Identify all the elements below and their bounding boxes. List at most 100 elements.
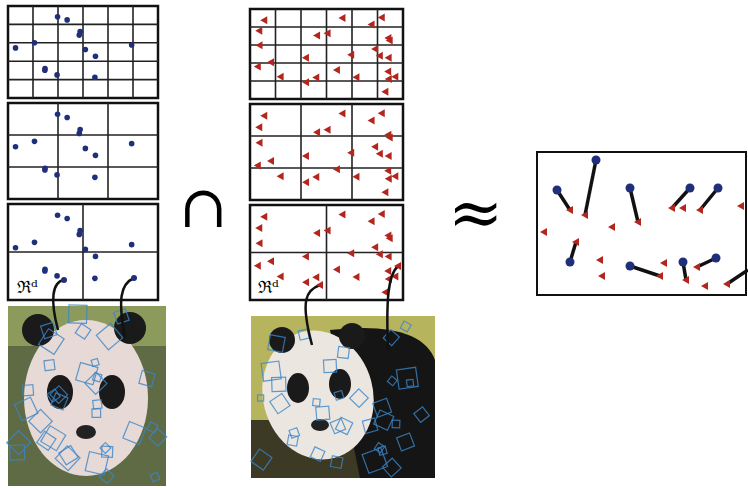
feature-square — [258, 395, 264, 401]
grid-frame — [8, 204, 158, 300]
panda-face — [248, 318, 388, 472]
feature-triangle — [333, 66, 340, 74]
feature-triangle — [384, 267, 391, 275]
feature-square — [68, 305, 87, 324]
grid-line — [107, 103, 109, 199]
feature-triangle — [566, 206, 573, 214]
feature-triangle — [385, 252, 392, 260]
feature-dot — [13, 45, 19, 51]
grid-line — [300, 104, 302, 200]
intersection-symbol: ∩ — [179, 178, 228, 236]
feature-dot — [131, 275, 137, 281]
leader-line — [53, 280, 64, 330]
feature-triangle — [378, 210, 385, 218]
feature-triangle — [255, 224, 262, 232]
feature-square — [378, 446, 387, 455]
grid-line — [107, 6, 109, 98]
feature-square — [406, 379, 413, 386]
feature-triangle — [254, 161, 261, 169]
feature-triangle — [260, 213, 267, 221]
feature-triangle — [312, 173, 319, 181]
feature-square — [313, 399, 321, 407]
feature-triangle — [371, 143, 378, 151]
feature-dot — [686, 184, 695, 193]
feature-dot — [77, 228, 83, 234]
feature-square — [22, 385, 33, 396]
feature-square — [362, 448, 387, 473]
feature-square — [85, 452, 108, 475]
feature-triangle — [347, 51, 354, 59]
feature-square — [10, 445, 25, 460]
feature-dot — [77, 127, 83, 133]
feature-dot — [92, 74, 98, 80]
grid-line — [275, 9, 277, 99]
panda-eye — [329, 369, 351, 399]
feature-triangle — [302, 278, 309, 286]
feature-triangle — [256, 139, 263, 147]
feature-square — [270, 394, 290, 414]
feature-square — [383, 330, 399, 346]
feature-triangle — [385, 75, 392, 83]
feature-triangle — [302, 253, 309, 261]
feature-triangle — [352, 273, 359, 281]
approx-symbol: ≈ — [448, 180, 503, 246]
feature-dot — [32, 139, 38, 145]
feature-triangle — [701, 282, 708, 290]
panel-frame — [537, 152, 746, 295]
feature-triangle — [260, 112, 267, 120]
feature-triangle — [368, 116, 375, 124]
feature-dot — [553, 186, 562, 195]
feature-square — [93, 400, 102, 409]
feature-dot — [626, 184, 635, 193]
feature-square — [287, 435, 298, 446]
feature-square — [387, 376, 397, 386]
feature-triangle — [668, 204, 675, 212]
feature-square — [92, 409, 101, 418]
feature-triangle — [254, 63, 261, 71]
grid-line — [250, 167, 403, 169]
feature-dot — [54, 273, 60, 279]
feature-triangle — [267, 58, 274, 66]
feature-triangle — [394, 262, 401, 270]
feature-triangle — [723, 280, 730, 288]
feature-triangle — [302, 78, 309, 86]
feature-dot — [42, 268, 48, 274]
feature-square — [102, 446, 113, 457]
feature-dot — [77, 29, 83, 35]
feature-triangle — [634, 218, 641, 226]
grid-frame — [250, 205, 403, 300]
pyramid — [8, 6, 158, 300]
panda-ear — [22, 314, 54, 346]
feature-triangle — [660, 259, 667, 267]
feature-triangle — [267, 157, 274, 165]
feature-square — [330, 456, 343, 469]
feature-dot — [83, 47, 89, 53]
feature-triangle — [333, 165, 340, 173]
feature-triangle — [338, 14, 345, 22]
grid-line — [300, 9, 302, 99]
feature-square — [149, 428, 167, 446]
grid-line — [377, 9, 379, 99]
feature-dot — [626, 262, 635, 271]
feature-triangle — [737, 202, 744, 210]
feature-dot — [55, 213, 61, 219]
feature-dot — [93, 53, 99, 59]
grid-line — [250, 135, 403, 137]
grid-frame — [8, 6, 158, 98]
feature-triangle — [333, 266, 340, 274]
feature-triangle — [384, 34, 391, 42]
feature-triangle — [391, 172, 398, 180]
feature-dot — [13, 245, 19, 251]
grid-line — [250, 44, 403, 46]
feature-triangle — [385, 175, 392, 183]
grid-frame — [8, 103, 158, 199]
feature-square — [44, 360, 55, 371]
feature-triangle — [256, 239, 263, 247]
feature-square — [392, 420, 400, 428]
feature-triangle — [381, 88, 388, 96]
feature-square — [251, 449, 272, 470]
feature-triangle — [302, 54, 309, 62]
feature-square — [310, 447, 325, 462]
match-line — [727, 270, 748, 284]
